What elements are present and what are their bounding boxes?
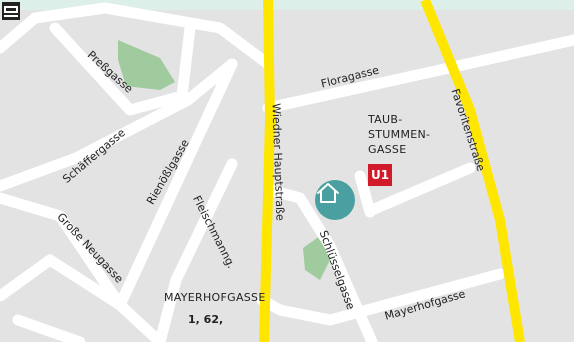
park-pressgasse [118,40,175,90]
street-southwest-2 [12,314,86,342]
street-grosse-neugasse [0,192,166,342]
street-east-1 [366,162,476,216]
station-taubstummengasse-line-2: STUMMEN- [368,128,431,141]
main-roads [259,0,525,342]
street-floragasse [262,64,446,114]
street-top-arc [0,2,274,70]
location-pin[interactable] [315,180,355,220]
station-mayerhofgasse: MAYERHOFGASSE [164,291,266,304]
station-taubstummengasse-line-3: GASSE [368,143,407,156]
street-southwest [0,254,126,311]
house-icon [317,183,339,203]
street-schaeffergasse [0,58,238,192]
top-band [0,0,574,10]
station-taubstummengasse-line-1: TAUB- [368,113,403,126]
street-floragasse-east [434,34,574,76]
road-favoritenstrasse [420,0,525,342]
road-wiedner-hauptstrasse [259,0,275,342]
tram-lines: 1, 62, [188,313,224,326]
station-taubstummengasse: TAUB- STUMMEN- GASSE [368,112,430,157]
street-fleischmanngasse [154,158,238,342]
u1-badge[interactable]: U1 [368,164,392,186]
street-riendlgasse [114,58,238,311]
street-schluesselgasse [264,184,378,342]
street-mayerhofgasse [256,268,506,326]
street-pressgasse [49,22,196,116]
street-east-2 [354,170,376,218]
tram-icon [2,2,20,20]
